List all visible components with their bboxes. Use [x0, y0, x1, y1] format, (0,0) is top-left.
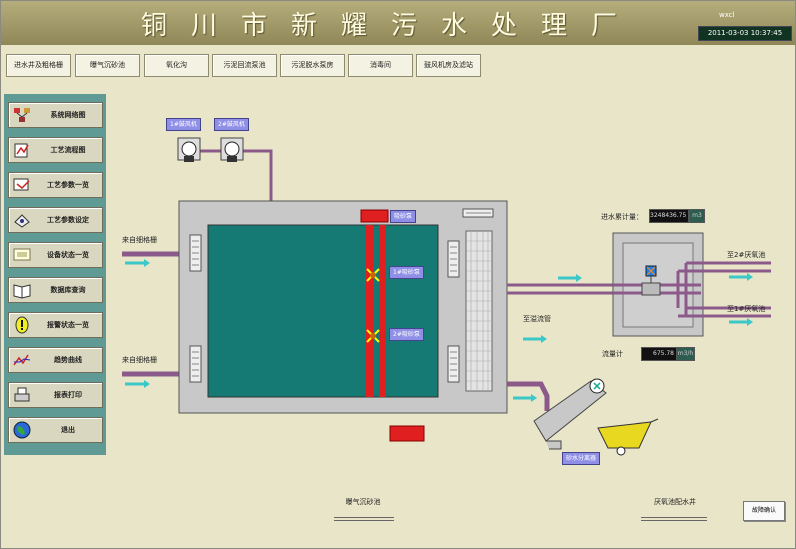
flow-total-unit: m3 — [689, 209, 705, 223]
aerated-grit-chamber — [178, 200, 508, 414]
footer-underline — [334, 517, 394, 521]
flow-arrow — [513, 394, 537, 402]
flow-rate-label: 流量计 — [602, 350, 623, 358]
datetime-display: 2011-03-03 10:37:45 — [698, 26, 792, 41]
flow-arrow — [729, 318, 753, 326]
database-book-icon — [13, 284, 31, 299]
nav-oxidation-ditch[interactable]: 氧化沟 — [144, 54, 209, 77]
sand-pump-2-label: 2#吸砂泵 — [389, 328, 424, 341]
footer-grit-chamber-label: 曝气沉砂池 — [345, 498, 381, 506]
footer-underline — [641, 517, 707, 521]
sidebar-item-alarm[interactable]: 报警状态一览 — [8, 312, 103, 338]
flow-arrow — [558, 274, 582, 282]
sidebar: 系统网络图 工艺流程图 工艺参数一览 工艺参数设定 设备状态一览 — [4, 94, 106, 455]
sidebar-item-label: 报警状态一览 — [47, 321, 89, 329]
overflow-label: 至溢流管 — [523, 315, 551, 323]
device-status-icon — [13, 248, 31, 261]
title-bar: 铜川市新耀污水处理厂 wxcl 2011-03-03 10:37:45 — [1, 1, 795, 45]
nav-sludge-dewatering[interactable]: 污泥脱水泵房 — [280, 54, 345, 77]
flow-meter[interactable] — [641, 265, 661, 296]
flow-arrow — [125, 380, 150, 388]
sidebar-item-label: 退出 — [61, 426, 75, 434]
sidebar-item-label: 系统网络图 — [50, 111, 86, 119]
blower-1-label: 1#鼓风机 — [166, 118, 201, 131]
flow-arrow — [729, 273, 753, 281]
sidebar-item-label: 数据库查询 — [50, 286, 86, 294]
sidebar-item-trend[interactable]: 趋势曲线 — [8, 347, 103, 373]
trend-chart-icon — [13, 354, 31, 366]
footer-distribution-well-label: 厌氧池配水井 — [654, 498, 696, 506]
flow-rate-unit: m3/h — [676, 347, 695, 361]
fault-confirm-button[interactable]: 故障确认 — [743, 501, 785, 521]
sidebar-item-process-flow[interactable]: 工艺流程图 — [8, 137, 103, 163]
network-icon — [14, 108, 30, 122]
inlet-label-1: 来自细格栅 — [122, 236, 157, 244]
nav-blower-room-filter[interactable]: 鼓风机房及滤站 — [416, 54, 481, 77]
blower-2-label: 2#鼓风机 — [214, 118, 249, 131]
sidebar-item-label: 工艺参数设定 — [47, 216, 89, 224]
alarm-indicator[interactable] — [389, 425, 425, 442]
sand-cart — [597, 418, 659, 456]
flow-total-value: 3248436.75 — [649, 209, 689, 223]
process-flow-icon — [14, 143, 29, 158]
nav-aerated-grit-chamber[interactable]: 曝气沉砂池 — [75, 54, 140, 77]
sidebar-item-label: 工艺参数一览 — [47, 181, 89, 189]
to-anaerobic-2-label: 至2#厌氧池 — [727, 251, 766, 259]
sidebar-item-print[interactable]: 报表打印 — [8, 382, 103, 408]
sand-pump-label: 吸砂泵 — [390, 210, 417, 223]
nav-inlet-well-coarse-screen[interactable]: 进水井及粗格栅 — [6, 54, 71, 77]
to-anaerobic-1-label: 至1#厌氧池 — [727, 305, 766, 313]
globe-exit-icon — [13, 421, 31, 439]
top-navigation: 进水井及粗格栅 曝气沉砂池 氧化沟 污泥回流泵池 污泥脱水泵房 消毒间 鼓风机房… — [1, 45, 795, 77]
page-title: 铜川市新耀污水处理厂 — [140, 11, 641, 41]
sand-pump-1-label: 1#吸砂泵 — [389, 266, 424, 279]
sidebar-item-parameter-set[interactable]: 工艺参数设定 — [8, 207, 103, 233]
sand-pump-2[interactable] — [366, 329, 380, 343]
sidebar-item-exit[interactable]: 退出 — [8, 417, 103, 443]
sidebar-item-database[interactable]: 数据库查询 — [8, 277, 103, 303]
separator-label: 砂水分离器 — [562, 452, 601, 465]
parameter-list-icon — [13, 178, 30, 191]
flow-arrow — [523, 335, 547, 343]
inlet-label-2: 来自细格栅 — [122, 356, 157, 364]
alarm-icon — [15, 316, 29, 334]
nav-disinfection[interactable]: 消毒间 — [348, 54, 413, 77]
sand-pump-1[interactable] — [366, 268, 380, 282]
current-user: wxcl — [719, 11, 735, 19]
sand-pump-indicator[interactable] — [360, 209, 389, 223]
flow-arrow — [125, 259, 150, 267]
sidebar-item-label: 工艺流程图 — [50, 146, 86, 154]
blower-1[interactable] — [177, 137, 201, 162]
sand-water-separator[interactable] — [533, 378, 607, 450]
sidebar-item-parameter-list[interactable]: 工艺参数一览 — [8, 172, 103, 198]
sidebar-item-label: 报表打印 — [54, 391, 82, 399]
printer-icon — [14, 387, 30, 402]
blower-2[interactable] — [220, 137, 244, 162]
sidebar-item-label: 设备状态一览 — [47, 251, 89, 259]
sidebar-item-device-status[interactable]: 设备状态一览 — [8, 242, 103, 268]
sidebar-item-label: 趋势曲线 — [54, 356, 82, 364]
parameter-set-icon — [14, 214, 30, 228]
flow-total-label: 进水累计量： — [601, 213, 643, 221]
sidebar-item-network[interactable]: 系统网络图 — [8, 102, 103, 128]
flow-rate-value: 675.78 — [641, 347, 677, 361]
nav-sludge-return-pump[interactable]: 污泥回流泵池 — [212, 54, 277, 77]
